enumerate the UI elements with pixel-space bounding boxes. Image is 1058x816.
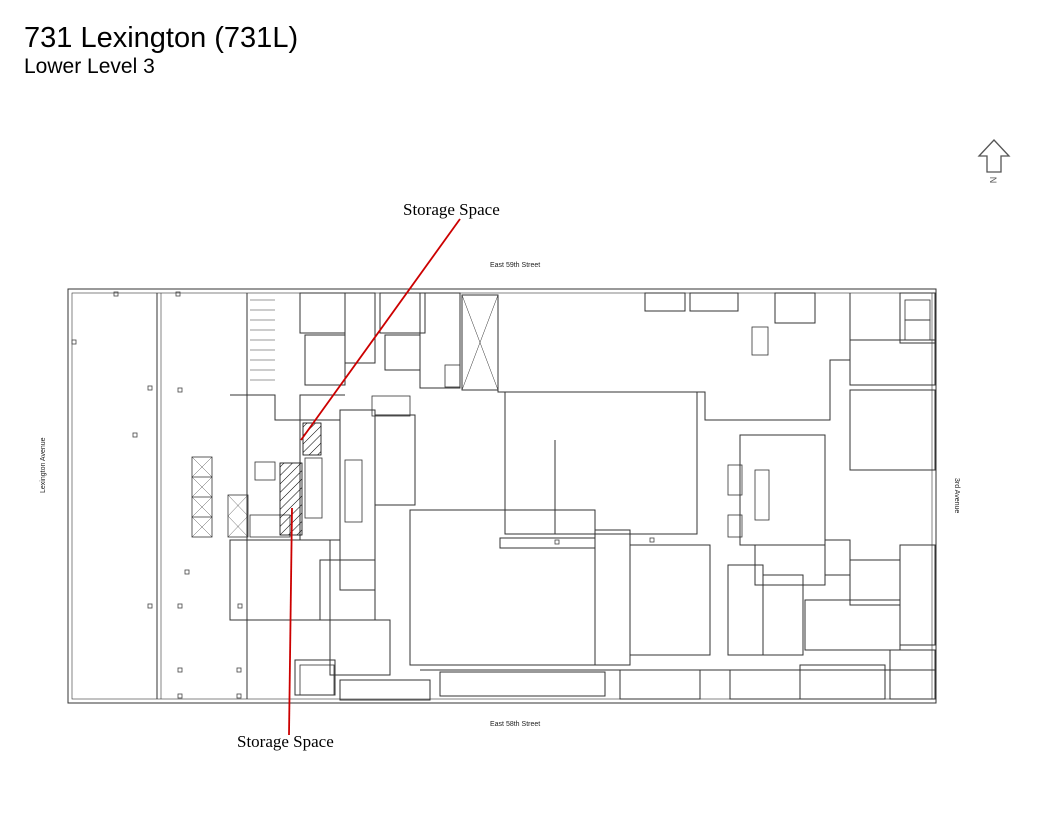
north-arrow-icon: N — [977, 139, 1011, 184]
street-label-north: East 59th Street — [490, 262, 541, 269]
north-letter: N — [988, 177, 998, 184]
storage-space-label-bottom: Storage Space — [237, 732, 334, 751]
callout-leader-top — [300, 218, 461, 441]
callout-leader-bottom — [288, 507, 293, 736]
plan-walls — [67, 288, 937, 704]
structural-columns — [71, 291, 655, 699]
storage-space-north — [302, 422, 322, 456]
storage-space-label-top: Storage Space — [403, 200, 500, 219]
page-title: 731 Lexington (731L) — [24, 22, 299, 54]
street-label-south: East 58th Street — [490, 721, 541, 728]
elevator-banks — [191, 299, 931, 696]
page-subtitle: Lower Level 3 — [24, 55, 155, 78]
